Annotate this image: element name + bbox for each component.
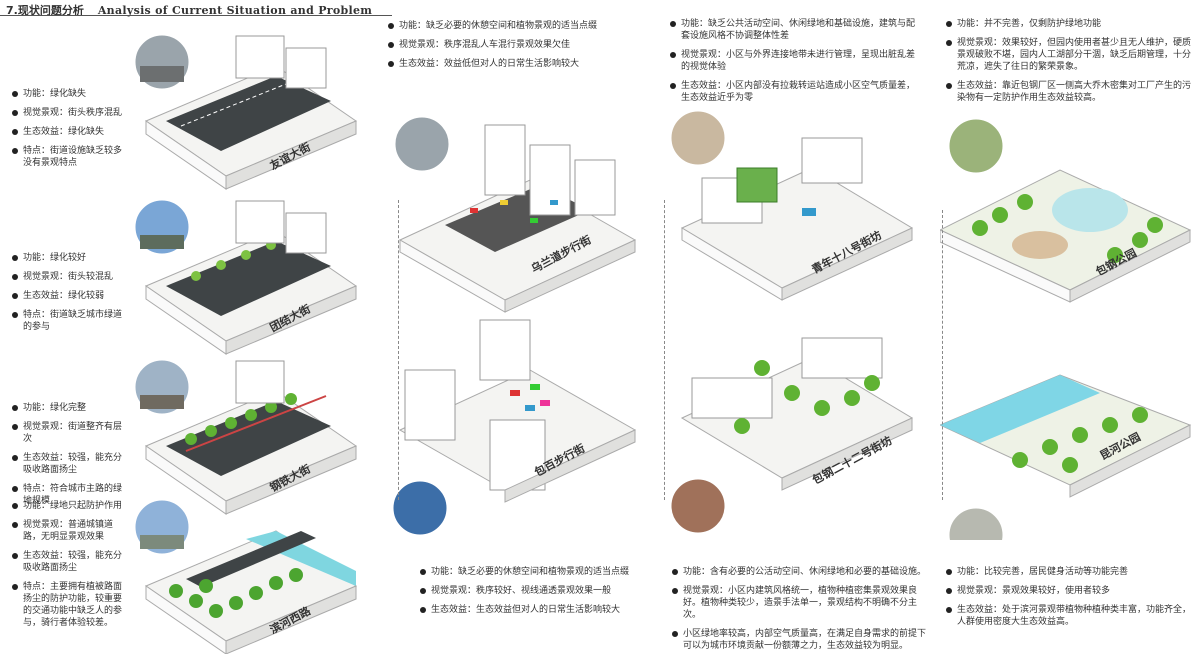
connector-dash — [398, 200, 399, 500]
desc-binhe: 功能：绿地只起防护作用 视觉景观：普通城镇道路，无明显景观效果 生态效益：较强，… — [12, 500, 130, 636]
desc-baogang-park: 功能：并不完善，仅剩防护绿地功能 视觉景观：效果较好，但园内使用者甚少且无人维护… — [946, 18, 1196, 111]
park-illustrations — [940, 116, 1192, 540]
desc-tuanjie: 功能：绿化较好 视觉景观：街头较混乱 生态效益：绿化较弱 特点：街道缺乏城市绿道… — [12, 252, 130, 340]
desc-gangtie: 功能：绿化完整 视觉景观：街道整齐有层次 生态效益：较强，能充分吸收路面扬尘 特… — [12, 402, 130, 514]
desc-qingnian18: 功能：缺乏公共活动空间、休闲绿地和基础设施，建筑与配套设施风格不协调整体性差 视… — [670, 18, 920, 111]
baogang-park-model — [940, 116, 1192, 303]
gangtie-street-model — [132, 357, 358, 515]
desc-baogang22: 功能：含有必要的公活动空间、休闲绿地和必要的基础设施。 视觉景观：小区内建筑风格… — [672, 566, 930, 659]
connector-dash — [942, 210, 943, 500]
youyi-street-model — [132, 32, 358, 190]
desc-kunhe-park: 功能：比较完善，居民健身活动等功能完善 视觉景观：景观效果较好，使用者较多 生态… — [946, 566, 1196, 635]
baobai-model — [390, 319, 637, 538]
connector-dash — [664, 200, 665, 500]
street-illustrations — [132, 32, 358, 654]
title-underline — [0, 15, 392, 16]
kunhe-park-model — [940, 374, 1192, 540]
wulandao-model — [392, 114, 637, 313]
baogang22-model — [668, 337, 914, 536]
tuanjie-street-model — [132, 197, 358, 355]
qingnian18-model — [668, 108, 914, 301]
desc-wulandao: 功能：缺乏必要的休憩空间和植物景观的适当点缀 视觉景观：秩序混乱人车混行景观效果… — [388, 20, 618, 77]
desc-youyi: 功能：绿化缺失 视觉景观：街头秩序混乱 生态效益：绿化缺失 特点：街道设施缺乏较… — [12, 88, 130, 176]
residential-illustrations — [668, 108, 914, 536]
desc-baobai: 功能：缺乏必要的休憩空间和植物景观的适当点缀 视觉景观：秩序较好、视线通透景观效… — [420, 566, 656, 623]
pedestrian-illustrations — [390, 114, 637, 538]
binhe-road-model — [132, 497, 358, 654]
